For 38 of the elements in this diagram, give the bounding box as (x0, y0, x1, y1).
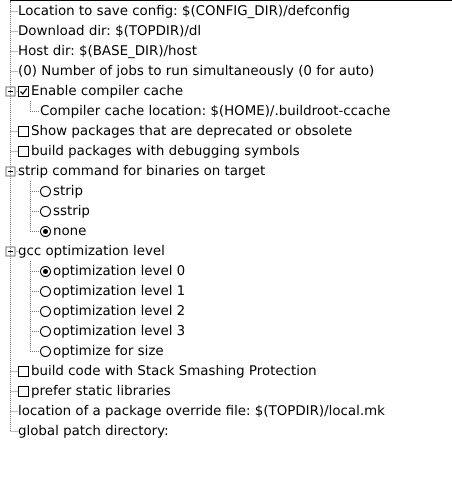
tree-line (10, 371, 18, 372)
tree-line (30, 180, 40, 232)
item-label: Compiler cache location: $(HOME)/.buildroot-ccache (40, 104, 390, 118)
tree-line (10, 411, 18, 412)
tree-line (6, 246, 18, 256)
tree-line (10, 71, 18, 72)
item-label: optimization level 1 (53, 284, 186, 298)
item-label: Host dir: $(BASE_DIR)/host (18, 44, 197, 58)
tree-line (6, 86, 18, 96)
item-label: Enable compiler cache (31, 84, 184, 98)
item-label: build code with Stack Smashing Protection (31, 364, 317, 378)
tree-line (10, 51, 18, 52)
tree-line (10, 151, 18, 152)
tree-line (10, 391, 18, 392)
tree-line (30, 260, 40, 352)
item-label: prefer static libraries (31, 384, 171, 398)
item-label: gcc optimization level (18, 244, 165, 258)
item-label: Location to save config: $(CONFIG_DIR)/defconfig (18, 4, 350, 18)
item-label: location of a package override file: $(TOPDIR)/local.mk (18, 404, 385, 418)
item-label: (0) Number of jobs to run simultaneously (0 for auto) (18, 64, 374, 78)
tree-line (10, 131, 18, 132)
item-label: optimization level 0 (53, 264, 186, 278)
tree-line (10, 11, 18, 12)
tree-line (30, 100, 40, 112)
item-label: build packages with debugging symbols (31, 144, 300, 158)
tree-line (10, 31, 18, 32)
item-label: strip (53, 184, 83, 198)
tree-line (10, 431, 18, 432)
tree-line (6, 166, 18, 176)
item-label: strip command for binaries on target (18, 164, 266, 178)
item-label: Download dir: $(TOPDIR)/dl (18, 24, 202, 38)
item-label: optimize for size (53, 344, 164, 358)
item-label: optimization level 3 (53, 324, 186, 338)
item-label: sstrip (53, 204, 90, 218)
item-label: none (53, 224, 86, 238)
item-label: Show packages that are deprecated or obsolete (31, 124, 352, 138)
item-label: global patch directory: (18, 424, 169, 438)
item-label: optimization level 2 (53, 304, 186, 318)
